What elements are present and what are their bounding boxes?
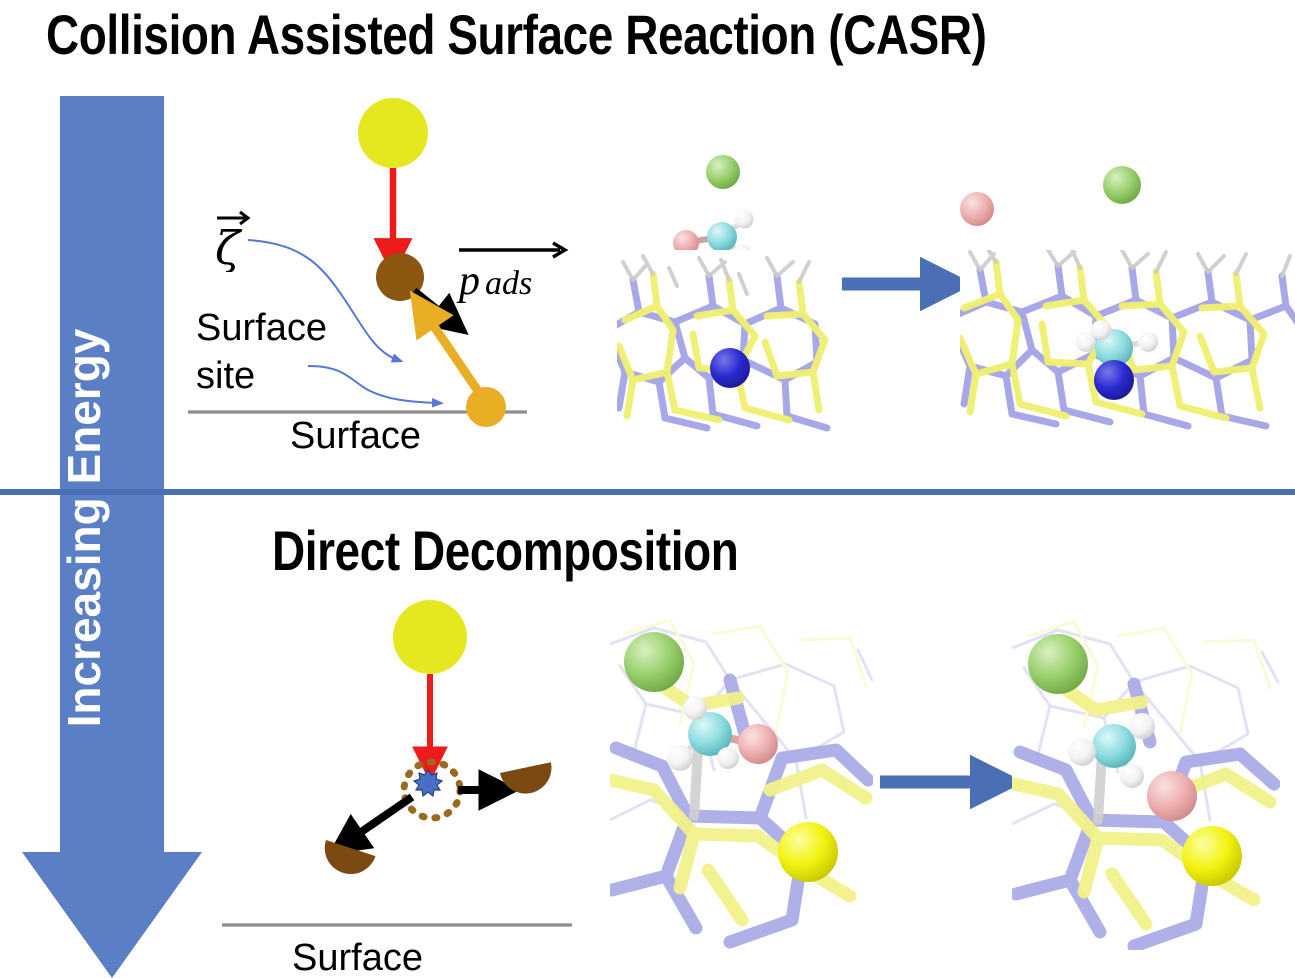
projectile-sphere-top	[358, 98, 428, 168]
zeta-vector-label: ζ	[212, 206, 258, 284]
panel-divider	[0, 489, 1295, 495]
active-site-atom	[1094, 360, 1134, 400]
leader-curve-site	[307, 365, 444, 408]
hydrogen-atom	[717, 747, 739, 769]
hydrogen-atom	[1120, 764, 1144, 788]
molecular-panel-direct-product	[1012, 620, 1280, 950]
pads-vector-glyph: p ads	[456, 241, 569, 304]
hydrogen-atom	[1076, 332, 1096, 352]
collision-burst-icon	[412, 768, 444, 798]
surface-label-top: Surface	[290, 415, 421, 457]
active-site-atom	[778, 822, 838, 882]
direct-reactant-lattice	[610, 620, 873, 949]
momentum-arrow	[411, 287, 469, 336]
molecular-panel-direct-reactant	[610, 620, 873, 950]
momentum-vector-label: p ads	[455, 236, 575, 317]
casr-product-lattice	[960, 250, 1295, 430]
active-site-atom	[1182, 826, 1242, 886]
fragment-piece-left	[324, 840, 376, 875]
hydrogen-atom	[1091, 320, 1111, 340]
halogen-atom	[738, 724, 778, 764]
active-site-atom	[710, 348, 750, 388]
increasing-energy-arrow: Increasing Energy	[22, 96, 202, 978]
projectile-atom	[1028, 634, 1088, 694]
molecular-panel-casr-reactant	[617, 250, 842, 442]
zeta-vector-glyph: ζ	[215, 210, 251, 275]
casr-product-adsorbate	[1076, 320, 1158, 400]
dissociated-atom	[1147, 771, 1197, 821]
zeta-symbol: ζ	[215, 221, 243, 272]
site-vector-arrow	[409, 290, 488, 403]
direct-reactant-molecule	[667, 696, 778, 771]
surface-site-label-line1: Surface	[196, 307, 327, 349]
surface-label-bottom: Surface	[292, 937, 423, 978]
hydrogen-atom	[683, 696, 707, 720]
momentum-p-symbol: p	[456, 258, 480, 304]
surface-site-label-line2: site	[196, 355, 256, 397]
page-title-casr: Collision Assisted Surface Reaction (CAS…	[46, 3, 987, 66]
adsorbate-sphere	[376, 253, 424, 301]
fragment-piece-right	[500, 762, 552, 794]
casr-reactant-lattice	[617, 254, 831, 432]
carbon-atom	[1092, 724, 1136, 768]
carbon-atom	[707, 222, 737, 252]
surface-site-sphere	[466, 387, 506, 427]
direct-product-molecule	[1068, 713, 1155, 788]
molecular-panel-casr-product	[960, 250, 1295, 442]
hydrogen-atom	[1138, 332, 1158, 352]
direct-product-lattice	[1012, 620, 1280, 950]
hydrogen-atom	[667, 745, 693, 771]
carbon-atom	[688, 712, 732, 756]
hydrogen-atom	[734, 209, 754, 229]
dissociating-molecule-outline	[400, 758, 464, 822]
hydrogen-atom	[1129, 713, 1155, 739]
page-title-direct-decomposition: Direct Decomposition	[272, 519, 739, 582]
casr-reactant-projectile-atom	[706, 155, 740, 189]
energy-arrow-shape	[22, 96, 202, 978]
fragment-arrow-left	[328, 793, 415, 855]
momentum-subscript: ads	[485, 265, 532, 302]
projectile-atom	[624, 632, 684, 692]
hydrogen-atom	[1068, 738, 1096, 766]
projectile-sphere-bottom	[393, 600, 467, 674]
casr-product-free-atoms	[960, 166, 1141, 226]
